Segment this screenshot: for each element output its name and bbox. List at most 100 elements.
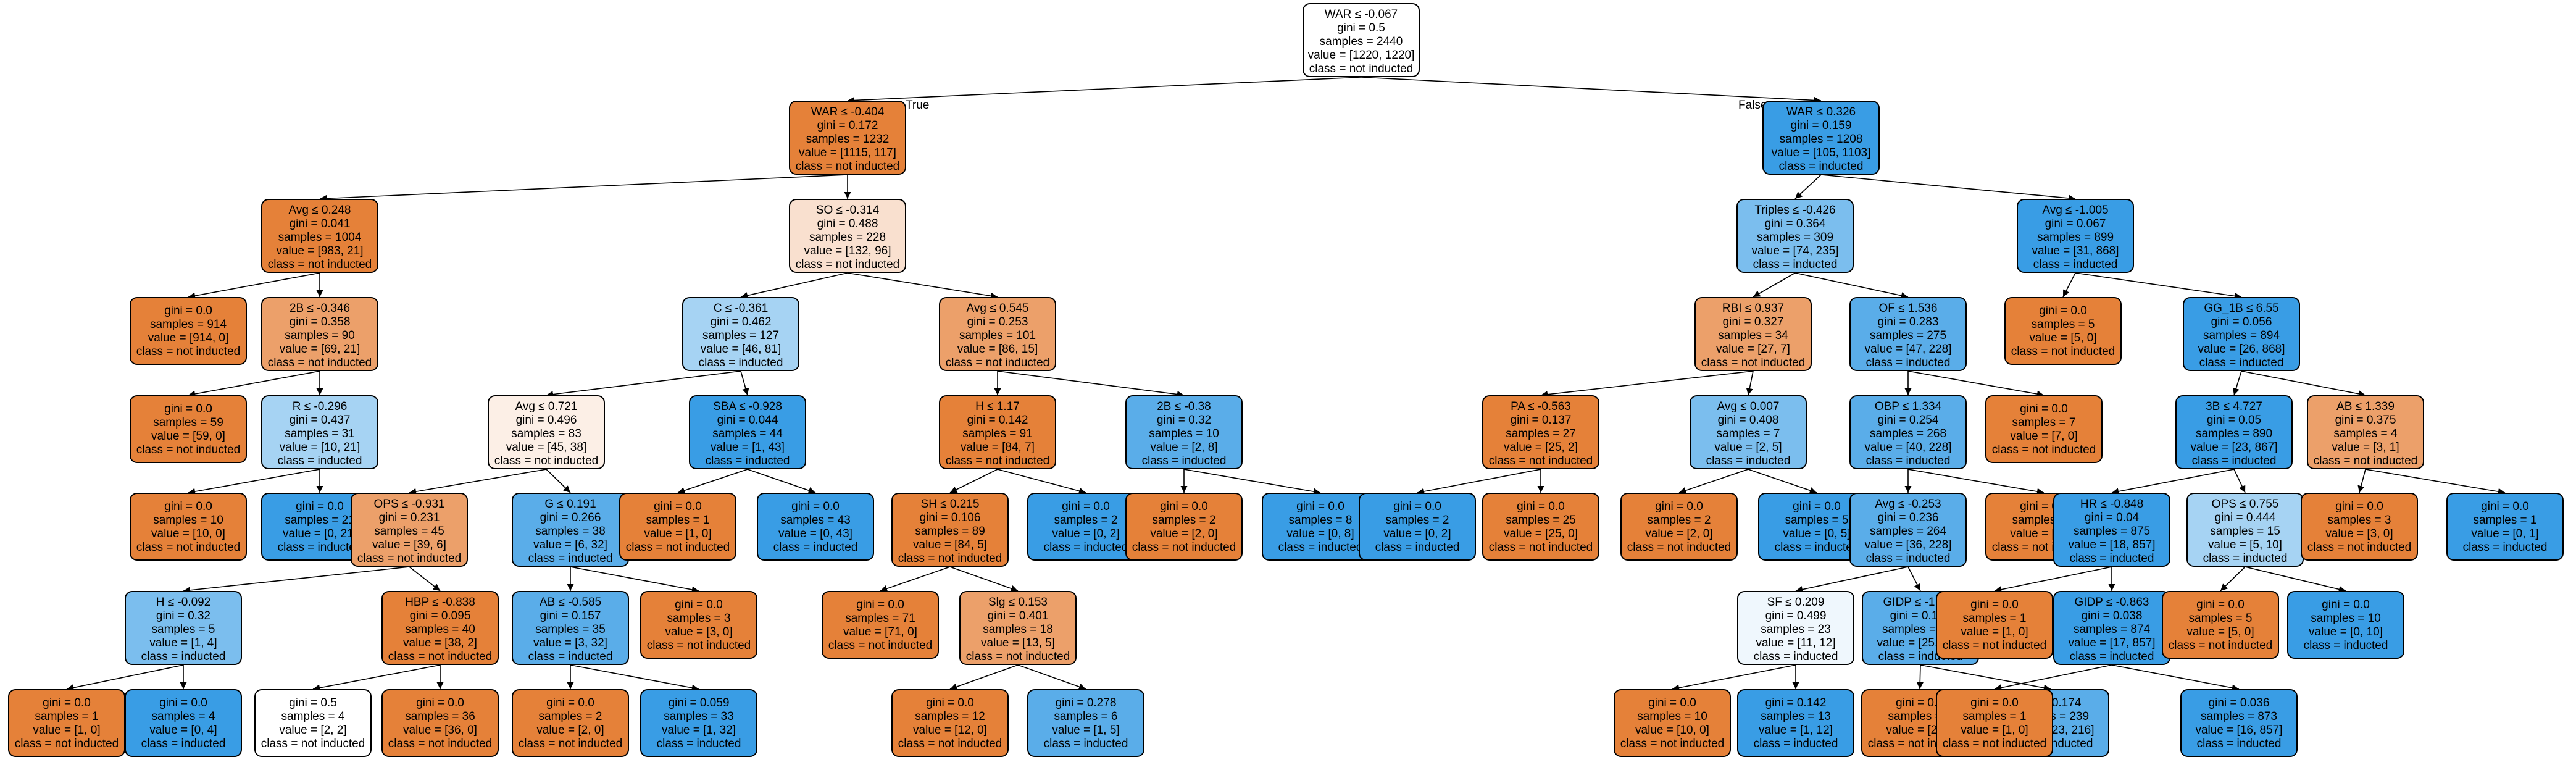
tree-edge	[1794, 174, 1822, 199]
node-text-line: class = not inducted	[494, 454, 599, 467]
node-text-line: samples = 15	[2210, 525, 2280, 538]
node-text-line: value = [25, 2]	[1504, 441, 1578, 454]
node-text-line: samples = 309	[1756, 231, 1834, 244]
node-text-line: class = not inducted	[1309, 62, 1414, 75]
node-text-line: class = inducted	[141, 737, 226, 750]
node-text-line: samples = 875	[2073, 525, 2151, 538]
tree-edge	[1795, 566, 1909, 593]
node-text-line: class = inducted	[1865, 552, 1951, 565]
node-text-line: gini = 0.0	[926, 696, 974, 709]
node-text-line: gini = 0.0	[296, 500, 344, 513]
node-text-line: class = inducted	[2069, 552, 2154, 565]
node-text-line: class = inducted	[1778, 160, 1864, 173]
node-text-line: gini = 0.375	[2335, 414, 2396, 427]
node-text-line: gini = 0.32	[156, 609, 211, 622]
node-text-line: class = not inducted	[828, 639, 933, 652]
node-text-line: class = not inducted	[357, 552, 462, 565]
node-text-line: class = inducted	[698, 356, 783, 369]
tree-edge	[183, 566, 410, 594]
node-text-line: samples = 2	[1152, 514, 1216, 527]
node-text-line: value = [0, 1]	[2471, 527, 2539, 540]
node-text-line: samples = 10	[2311, 612, 2381, 625]
node-text-line: class = not inducted	[267, 258, 372, 271]
tree-edge	[2111, 469, 2235, 495]
node-text-line: class = inducted	[277, 541, 362, 554]
node-text-line: value = [105, 1103]	[1771, 146, 1871, 159]
node-text-line: samples = 874	[2073, 623, 2151, 636]
node-text-line: value = [84, 5]	[913, 538, 987, 551]
node-text-line: samples = 1232	[806, 133, 890, 146]
tree-edge	[2365, 469, 2506, 495]
node-text-line: WAR ≤ 0.326	[1786, 106, 1856, 119]
node-text-line: Avg ≤ -1.005	[2042, 204, 2109, 217]
node-text-line: value = [3, 0]	[665, 625, 733, 638]
tree-edge	[740, 370, 749, 396]
node-text-line: value = [86, 15]	[957, 343, 1038, 356]
node-text-line: samples = 8	[1288, 514, 1353, 527]
node-text-line: gini = 0.0	[1296, 500, 1344, 513]
node-text-line: value = [2, 5]	[1714, 441, 1782, 454]
node-text-line: gini = 0.036	[2208, 696, 2270, 709]
node-text-line: H ≤ -0.092	[156, 596, 211, 609]
node-text-line: Avg ≤ 0.007	[1717, 400, 1780, 413]
node-text-line: value = [40, 228]	[1864, 441, 1952, 454]
tree-edge	[997, 469, 1086, 495]
node-text-line: value = [0, 8]	[1286, 527, 1354, 540]
node-text-line: gini = 0.0	[856, 598, 904, 611]
node-text-line: value = [16, 857]	[2195, 724, 2283, 737]
node-text-line: class = not inducted	[267, 356, 372, 369]
node-text-line: WAR ≤ -0.067	[1324, 8, 1398, 21]
node-text-line: class = inducted	[773, 541, 858, 554]
node-text-line: samples = 1	[2473, 514, 2537, 527]
node-text-line: value = [46, 81]	[700, 343, 782, 356]
node-text-line: class = not inducted	[1132, 541, 1236, 554]
node-text-line: value = [6, 32]	[533, 538, 607, 551]
tree-edge	[1540, 370, 1754, 398]
node-text-line: samples = 4	[2333, 427, 2398, 440]
node-text-line: samples = 4	[281, 710, 345, 723]
node-text-line: value = [1, 4]	[149, 637, 217, 650]
node-text-line: value = [10, 0]	[151, 527, 225, 540]
node-text-line: samples = 2	[1054, 514, 1118, 527]
tree-edge	[319, 174, 848, 203]
node-text-line: gini = 0.444	[2214, 511, 2276, 524]
tree-edge	[546, 469, 571, 493]
node-text-line: gini = 0.266	[540, 511, 601, 524]
node-text-line: class = not inducted	[965, 650, 1070, 663]
node-text-line: value = [36, 0]	[403, 724, 477, 737]
node-text-line: OPS ≤ -0.931	[373, 498, 445, 511]
node-text-line: samples = 2440	[1319, 35, 1403, 48]
node-text-line: gini = 0.408	[1717, 414, 1779, 427]
node-text-line: class = inducted	[141, 650, 226, 663]
node-text-line: class = not inducted	[388, 650, 493, 663]
node-text-line: gini = 0.159	[1790, 119, 1852, 132]
node-text-line: gini = 0.157	[540, 609, 601, 622]
node-text-line: gini = 0.327	[1722, 316, 1784, 328]
node-text-line: HBP ≤ -0.838	[405, 596, 475, 609]
node-text-line: gini = 0.04	[2084, 511, 2140, 524]
tree-edge	[1746, 370, 1754, 396]
node-text-line: gini = 0.5	[1337, 22, 1385, 35]
node-text-line: gini = 0.0	[164, 304, 212, 317]
node-text-line: samples = 5	[151, 623, 215, 636]
node-text-line: class = inducted	[1043, 737, 1128, 750]
node-text-line: samples = 1	[646, 514, 710, 527]
node-text-line: gini = 0.056	[2211, 316, 2272, 328]
node-text-line: gini = 0.142	[967, 414, 1028, 427]
node-text-line: samples = 3	[667, 612, 731, 625]
node-text-line: class = not inducted	[646, 639, 751, 652]
node-text-line: value = [0, 4]	[149, 724, 217, 737]
